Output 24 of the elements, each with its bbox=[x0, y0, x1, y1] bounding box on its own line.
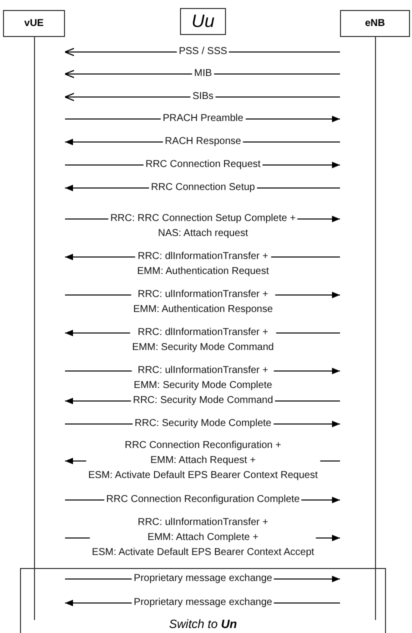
message-label: RACH Response bbox=[162, 134, 244, 149]
participant-lifeline bbox=[3, 10, 65, 620]
message-arrow bbox=[64, 70, 340, 78]
message-label: RRC: dlInformationTransfer + EMM: Security Mode Command bbox=[130, 325, 276, 355]
interface-label-box bbox=[180, 8, 226, 35]
message-label: Proprietary message exchange bbox=[132, 595, 274, 610]
message-label: RRC Connection Request bbox=[143, 157, 263, 172]
message-label: RRC: dlInformationTransfer + EMM: Authentication Request bbox=[135, 249, 271, 279]
message-label: RRC: ulInformationTransfer + EMM: Attach Complete + ESM: Activate Default EPS Bearer Context Accept bbox=[90, 515, 316, 560]
message-label: RRC: RRC Connection Setup Complete + NAS: Attach request bbox=[108, 211, 298, 241]
participant-name: Uu bbox=[191, 11, 214, 32]
message-label: RRC Connection Setup bbox=[149, 180, 257, 195]
message-label: RRC: ulInformationTransfer + EMM: Security Mode Complete bbox=[132, 363, 274, 393]
message-label: RRC: Security Mode Complete bbox=[132, 416, 274, 431]
message-label: RRC Connection Reconfiguration + EMM: Attach Request + ESM: Activate Default EPS Bearer Context Request bbox=[86, 438, 320, 483]
message-label: RRC Connection Reconfiguration Complete bbox=[104, 492, 302, 507]
message-arrow bbox=[64, 92, 340, 102]
participant-name: vUE bbox=[24, 18, 44, 29]
message-label: Proprietary message exchange bbox=[132, 571, 274, 586]
participant-name: eNB bbox=[364, 18, 385, 29]
message-label: RRC: ulInformationTransfer + EMM: Authentication Response bbox=[131, 287, 275, 317]
participant-lifeline bbox=[340, 10, 410, 620]
message-label: RRC: Security Mode Command bbox=[130, 393, 276, 408]
frame-title: Switch to Un bbox=[168, 617, 238, 631]
